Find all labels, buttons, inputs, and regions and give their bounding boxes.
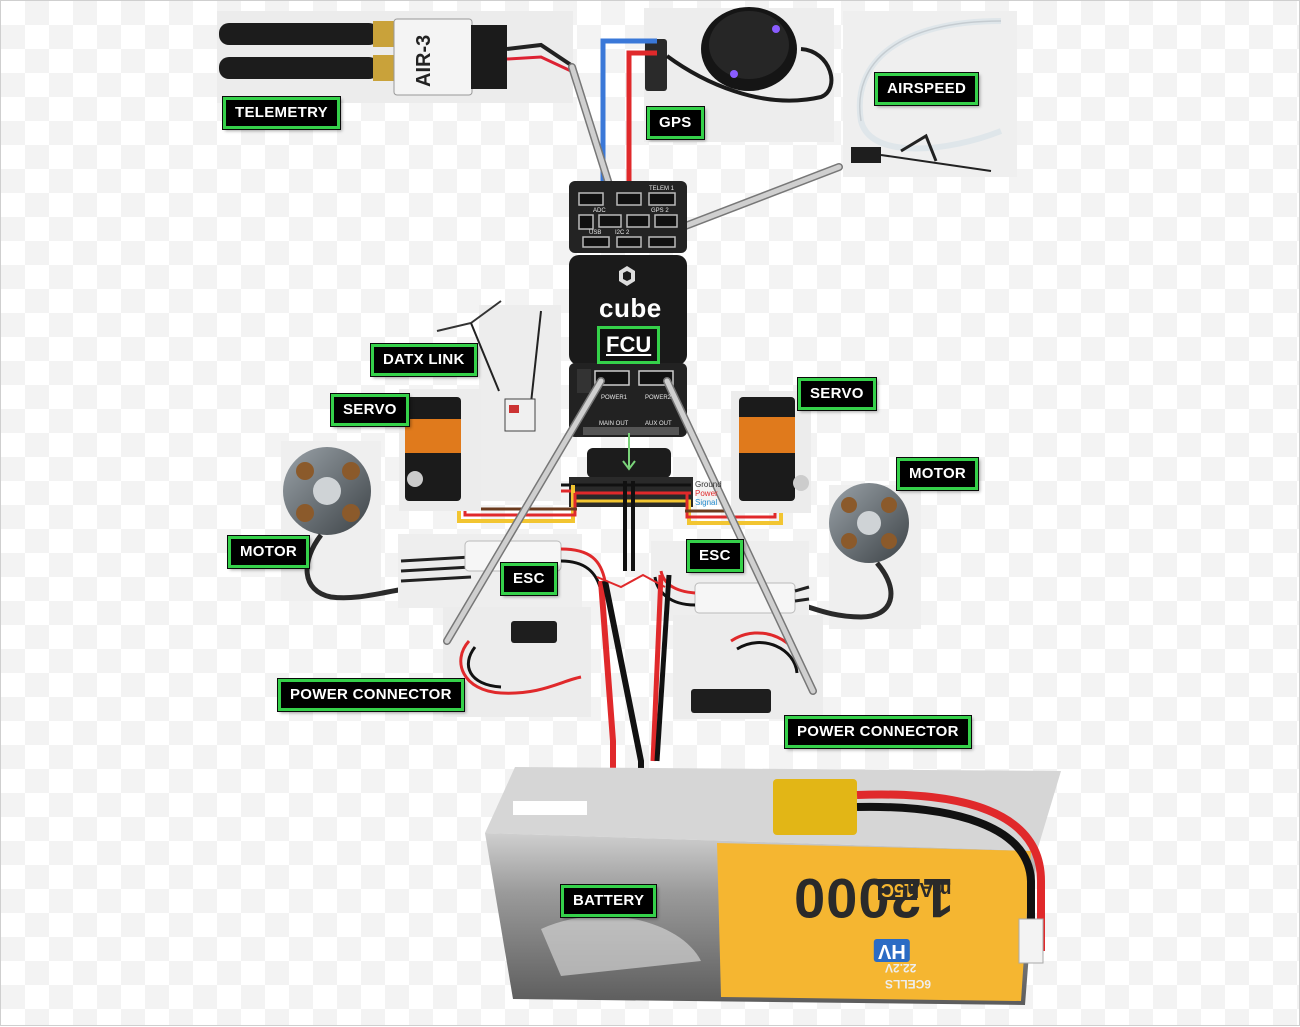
- port-main-out: MAIN OUT: [599, 421, 629, 427]
- port-usb: USB: [589, 230, 602, 236]
- power-connector-right-label: POWER CONNECTOR: [785, 716, 971, 748]
- legend-signal: Signal: [695, 498, 718, 507]
- battery-voltage: 22.2V: [885, 961, 917, 975]
- port-aux-out: AUX OUT: [645, 421, 672, 427]
- airspeed-photo: [843, 11, 1017, 177]
- port-power1: POWER1: [601, 395, 628, 401]
- port-adc: ADC: [593, 208, 606, 214]
- airspeed-label: AIRSPEED: [875, 73, 979, 105]
- port-i2c2: I2C 2: [615, 230, 630, 236]
- battery-cells: 6CELLS: [885, 977, 932, 991]
- telemetry-module-name: AIR-3: [413, 34, 435, 87]
- battery-unit: mAh: [907, 878, 952, 900]
- gps-wire-blue: [600, 38, 657, 191]
- power-connector-left-photo: [443, 607, 591, 717]
- battery-photo: [485, 767, 1061, 1005]
- battery-label: BATTERY: [561, 885, 657, 917]
- servo-left-photo: [399, 389, 481, 511]
- gps-photo: [644, 7, 834, 142]
- power-connector-left-label: POWER CONNECTOR: [278, 679, 464, 711]
- port-gps2: GPS 2: [651, 208, 669, 214]
- motor-right-label: MOTOR: [897, 458, 979, 490]
- telemetry-photo: [217, 11, 573, 103]
- datx-link-label: DATX LINK: [371, 344, 477, 376]
- legend-power: Power: [695, 489, 718, 498]
- port-telem1: TELEM 1: [649, 186, 675, 192]
- servo-left-label: SERVO: [331, 394, 409, 426]
- motor-left-photo: [281, 441, 422, 601]
- servo-right-label: SERVO: [798, 378, 876, 410]
- gps-wire-red: [626, 50, 657, 191]
- esc-left-label: ESC: [501, 563, 557, 595]
- fcu-brand: cube: [599, 293, 662, 323]
- servo-right-photo: [731, 391, 811, 513]
- esc-right-photo: [651, 541, 810, 621]
- telemetry-label: TELEMETRY: [223, 97, 340, 129]
- motor-right-photo: [800, 483, 921, 629]
- battery-series: HV: [874, 939, 910, 962]
- motor-left-label: MOTOR: [228, 536, 310, 568]
- legend-ground: Ground: [695, 480, 722, 489]
- esc-right-label: ESC: [687, 540, 743, 572]
- gps-label: GPS: [647, 107, 704, 139]
- port-power2: POWER2: [645, 395, 672, 401]
- fcu-label: FCU: [597, 326, 661, 364]
